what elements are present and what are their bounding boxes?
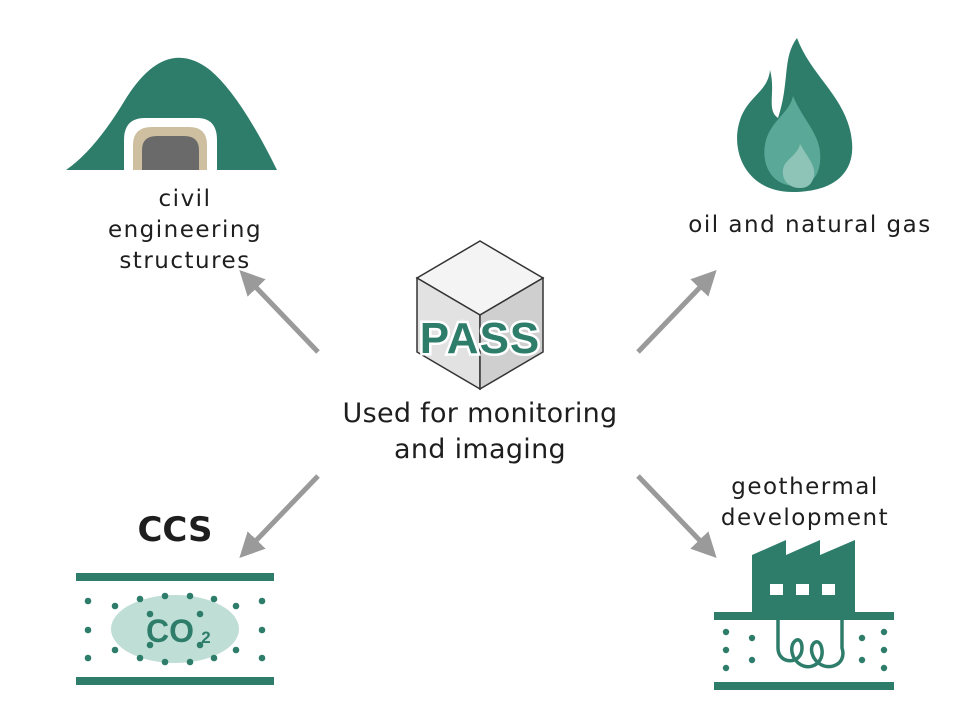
flame-icon	[737, 38, 853, 192]
co2-storage-icon: CO 2	[76, 573, 274, 685]
cube-icon: PASS	[415, 240, 545, 391]
ccs-label: CCS	[137, 510, 213, 550]
pass-logo-text: PASS	[420, 314, 541, 363]
arrow-to-geothermal	[636, 474, 717, 559]
co2-subscript: 2	[201, 628, 210, 647]
hub-description: Used for monitoring and imaging	[342, 398, 618, 465]
arrow-to-oil-gas	[636, 269, 717, 354]
arrow-to-ccs	[239, 474, 320, 559]
factory-icon	[714, 540, 894, 690]
tunnel-icon	[66, 57, 277, 170]
arrow-to-civil	[239, 269, 320, 354]
geothermal-label: geothermal development	[720, 474, 890, 531]
civil-engineering-label: civil engineering structures	[107, 186, 263, 274]
oil-gas-label: oil and natural gas	[688, 212, 932, 238]
co2-label: CO	[146, 613, 194, 649]
